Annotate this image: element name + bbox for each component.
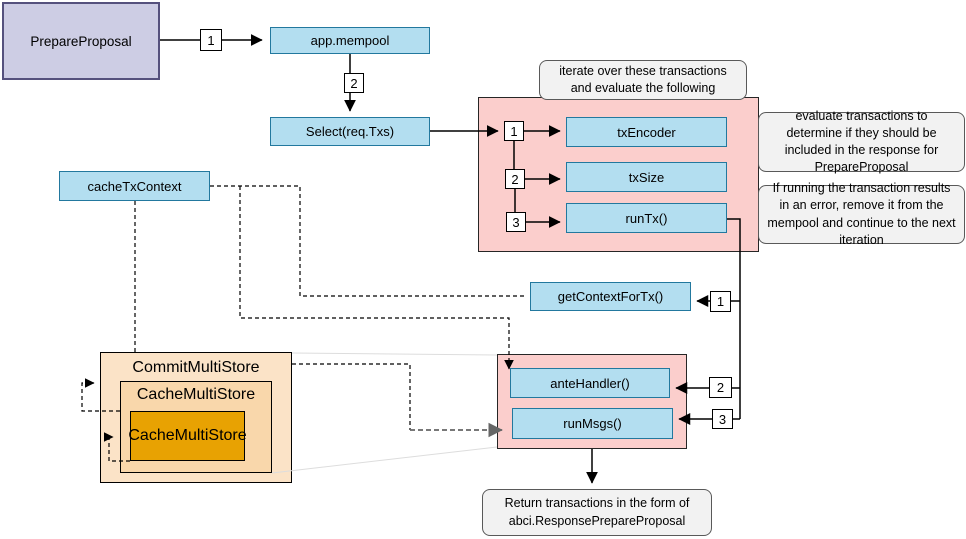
badge-step-2-select: 2	[344, 73, 364, 93]
node-get-context-for-tx: getContextForTx()	[530, 282, 691, 311]
callout-iterate: iterate over these transactions and eval…	[539, 60, 747, 100]
cache-multi-store-box: CacheMultiStore CacheMultiStore	[120, 381, 272, 473]
badge-runtx-2-ante: 2	[709, 377, 732, 398]
callout-evaluate: evaluate transactions to determine if th…	[758, 109, 965, 174]
node-tx-encoder: txEncoder	[566, 117, 727, 147]
dashed-cachectx-to-antehandler	[239, 186, 514, 370]
node-tx-size: txSize	[566, 162, 727, 192]
faint-association-lines	[271, 352, 498, 474]
cache-multi-store-label: CacheMultiStore	[136, 386, 256, 403]
node-cache-tx-context: cacheTxContext	[59, 171, 210, 201]
node-ante-handler: anteHandler()	[510, 368, 670, 398]
node-app-mempool: app.mempool	[270, 27, 430, 54]
badge-runtx-3-runmsgs: 3	[712, 409, 733, 429]
dashed-cachectx-to-getcontext	[210, 185, 527, 297]
badge-loop-1: 1	[504, 121, 524, 141]
commit-multi-store-box: CommitMultiStore CacheMultiStore CacheMu…	[100, 352, 292, 483]
badge-runtx-1-context: 1	[710, 291, 731, 312]
node-prepare-proposal: PrepareProposal	[2, 2, 160, 80]
node-select-txs: Select(req.Txs)	[270, 117, 430, 146]
dashed-innerstore-writeback	[104, 432, 130, 462]
cache-multi-store-inner-box: CacheMultiStore	[128, 411, 247, 461]
dashed-cachestore-writeback	[81, 378, 120, 412]
badge-loop-3: 3	[506, 212, 526, 232]
cache-multi-store-inner-label: CacheMultiStore	[128, 427, 247, 444]
dashed-store-to-runmsgs-1	[292, 363, 411, 430]
badge-loop-2: 2	[505, 169, 525, 189]
node-run-msgs: runMsgs()	[512, 408, 673, 439]
callout-return: Return transactions in the form of abci.…	[482, 489, 712, 536]
badge-step-1-mempool: 1	[200, 29, 222, 51]
callout-error: If running the transaction results in an…	[758, 181, 965, 247]
node-run-tx: runTx()	[566, 203, 727, 233]
line-runtx-down	[727, 218, 741, 419]
commit-multi-store-label: CommitMultiStore	[132, 359, 260, 376]
